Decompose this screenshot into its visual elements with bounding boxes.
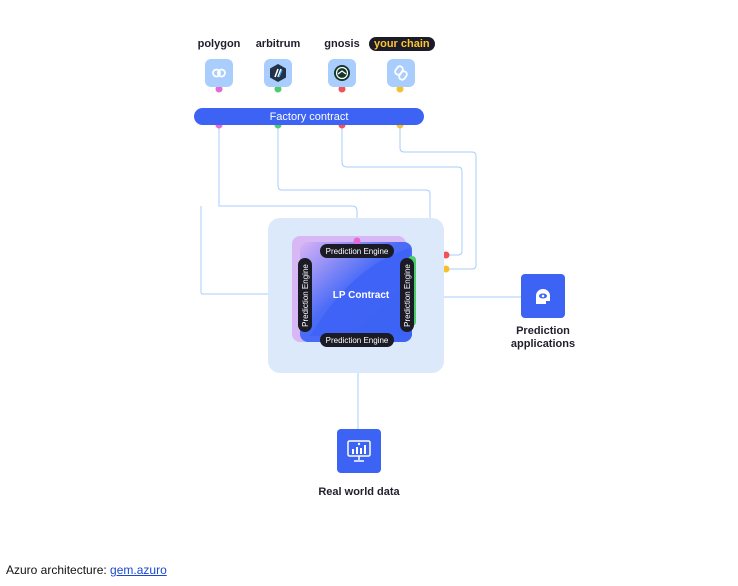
monitor-chart-icon bbox=[347, 440, 371, 462]
chain-label-gnosis: gnosis bbox=[324, 38, 360, 50]
prediction-engine-left: Prediction Engine bbox=[298, 258, 312, 332]
prediction-engine-right: Prediction Engine bbox=[400, 258, 414, 332]
chain-link-icon bbox=[394, 65, 408, 81]
chain-tile-your-chain bbox=[387, 59, 415, 87]
lp-contract-label: LP Contract bbox=[332, 290, 390, 301]
gnosis-icon bbox=[334, 65, 350, 81]
factory-contract-label: Factory contract bbox=[269, 110, 349, 123]
arbitrum-icon bbox=[270, 64, 286, 82]
polygon-connector bbox=[218, 125, 358, 240]
real-world-data-label: Real world data bbox=[318, 486, 400, 498]
figure-caption: Azuro architecture: gem.azuro bbox=[6, 563, 167, 577]
chain-tile-gnosis bbox=[328, 59, 356, 87]
gnosis-dot-hub bbox=[442, 251, 450, 259]
chain-label-your-chain: your chain bbox=[369, 37, 435, 51]
real-world-data-tile bbox=[337, 429, 381, 473]
arbitrum-dot-top bbox=[274, 85, 282, 93]
gnosis-connector bbox=[341, 125, 463, 256]
prediction-applications-label: Prediction applications bbox=[510, 325, 576, 350]
chain-tile-polygon bbox=[205, 59, 233, 87]
lp-core bbox=[292, 236, 416, 342]
polygon-loop bbox=[200, 206, 294, 295]
polygon-icon bbox=[212, 68, 226, 78]
chain-label-arbitrum: arbitrum bbox=[255, 38, 301, 50]
prediction-engine-top: Prediction Engine bbox=[320, 244, 394, 258]
your-chain-connector bbox=[399, 125, 477, 270]
polygon-dot-top bbox=[215, 85, 223, 93]
caption-prefix: Azuro architecture: bbox=[6, 563, 111, 577]
prediction-engine-bottom: Prediction Engine bbox=[320, 333, 394, 347]
chain-tile-arbitrum bbox=[264, 59, 292, 87]
gnosis-dot-top bbox=[338, 85, 346, 93]
factory-contract-bar: Factory contract bbox=[194, 108, 424, 125]
chain-label-polygon: polygon bbox=[197, 38, 241, 50]
your-chain-dot-hub bbox=[442, 265, 450, 273]
eye-head-icon bbox=[536, 289, 550, 304]
prediction-applications-tile bbox=[521, 274, 565, 318]
gem-azuro-link[interactable]: gem.azuro bbox=[110, 563, 167, 577]
your-chain-dot-top bbox=[396, 85, 404, 93]
